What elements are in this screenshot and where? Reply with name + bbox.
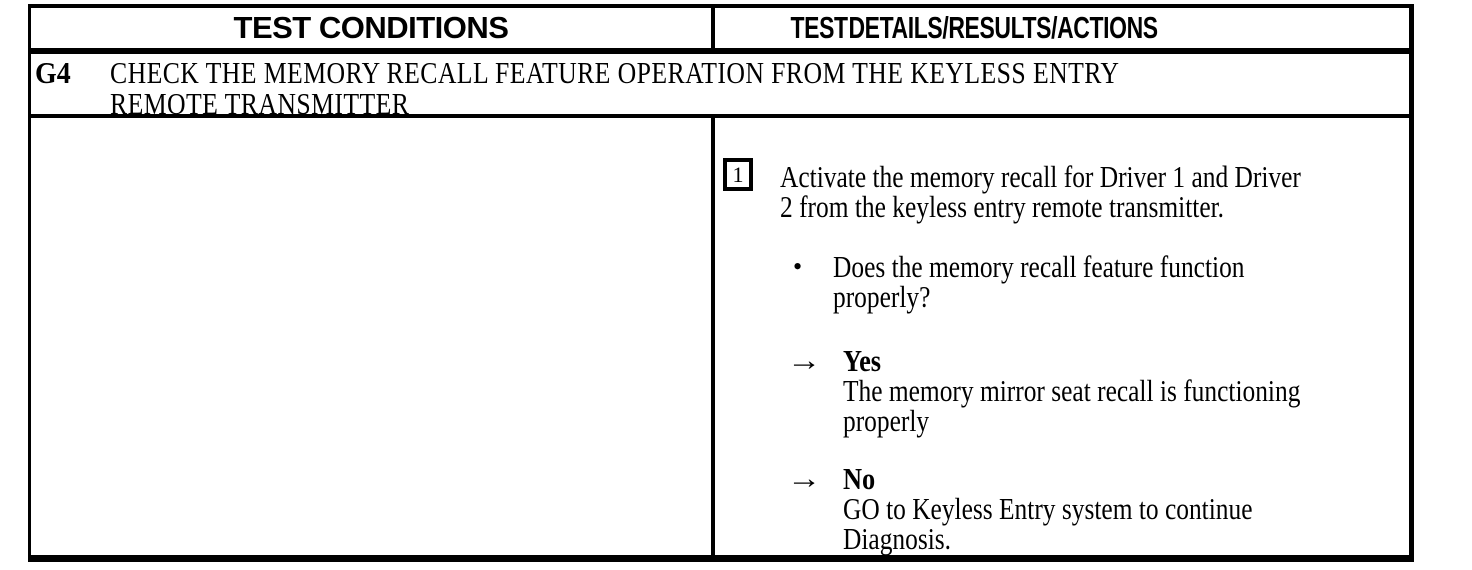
test-step-title-line: CHECK THE MEMORY RECALL FEATURE OPERATIO… — [110, 55, 1120, 90]
yes-result: Yes The memory mirror seat recall is fun… — [843, 343, 1401, 438]
step-instruction-line: Activate the memory recall for Driver 1 … — [780, 159, 1301, 194]
question-line: properly? — [833, 279, 931, 314]
table-header-row: TEST CONDITIONS TEST DETAILS/RESULTS/ACT… — [31, 8, 1409, 54]
test-conditions-header-cell: TEST CONDITIONS — [31, 8, 715, 48]
test-step-title-row: G4 CHECK THE MEMORY RECALL FEATURE OPERA… — [31, 54, 1409, 118]
test-step-title-line: REMOTE TRANSMITTER — [110, 86, 410, 118]
no-result-line: Diagnosis. — [843, 521, 952, 555]
yes-label: Yes — [843, 343, 882, 378]
arrow-right-icon: → — [787, 344, 822, 377]
test-conditions-header: TEST CONDITIONS — [233, 10, 509, 45]
step-instruction-line: 2 from the keyless entry remote transmit… — [780, 189, 1225, 224]
yes-result-line: The memory mirror seat recall is functio… — [843, 373, 1301, 408]
diagnostic-test-table: TEST CONDITIONS TEST DETAILS/RESULTS/ACT… — [28, 4, 1414, 562]
no-result-line: GO to Keyless Entry system to continue — [843, 491, 1253, 526]
arrow-right-icon: → — [787, 462, 822, 495]
table-body-row: 1 Activate the memory recall for Driver … — [31, 118, 1409, 555]
question-text: Does the memory recall feature function … — [833, 249, 1335, 314]
step-1: 1 Activate the memory recall for Driver … — [723, 156, 1409, 222]
question-line: Does the memory recall feature function — [833, 249, 1245, 284]
step-instruction: Activate the memory recall for Driver 1 … — [780, 159, 1409, 224]
yes-result-line: properly — [843, 403, 930, 438]
test-details-header-cell: TEST DETAILS/RESULTS/ACTIONS — [715, 8, 1409, 48]
step-number-box: 1 — [723, 158, 753, 191]
no-label: No — [843, 461, 876, 496]
no-result: No GO to Keyless Entry system to continu… — [843, 461, 1342, 555]
test-details-cell: 1 Activate the memory recall for Driver … — [715, 118, 1409, 555]
test-step-code: G4 — [35, 55, 71, 90]
test-step-title: CHECK THE MEMORY RECALL FEATURE OPERATIO… — [110, 55, 1326, 118]
test-details-header: TEST DETAILS/RESULTS/ACTIONS — [790, 10, 1158, 45]
test-conditions-cell — [31, 118, 715, 555]
yes-action: → Yes The memory mirror seat recall is f… — [787, 343, 1409, 438]
no-action: → No GO to Keyless Entry system to conti… — [787, 461, 1409, 555]
question: • Does the memory recall feature functio… — [793, 249, 1409, 314]
bullet-icon: • — [793, 252, 803, 281]
step-number: 1 — [732, 161, 744, 187]
